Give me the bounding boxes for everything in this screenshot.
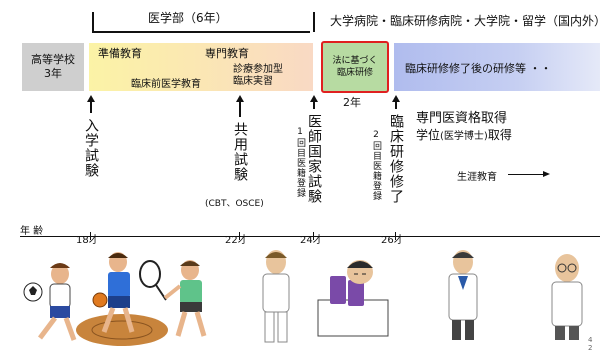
common-exam-note: (CBT、OSCE) bbox=[205, 199, 264, 209]
clinical-line1: 診療参加型 bbox=[233, 64, 283, 75]
age-tick-22 bbox=[239, 232, 240, 240]
age-axis-line bbox=[20, 236, 600, 237]
clinical-clerkship-label: 診療参加型 臨床実習 bbox=[233, 64, 283, 88]
age-tick-18 bbox=[90, 232, 91, 240]
high-school-years: 3年 bbox=[44, 67, 62, 80]
common-exam-label: 共用試験 bbox=[232, 122, 248, 182]
basketball-player-illustration bbox=[76, 252, 168, 346]
specialist-label: 専門医資格取得 bbox=[416, 111, 508, 126]
preparatory-label: 準備教育 bbox=[98, 47, 142, 60]
soccer-player-illustration bbox=[23, 263, 77, 341]
residency-years: 2年 bbox=[343, 96, 361, 109]
common-exam-arrow bbox=[239, 101, 241, 117]
header-medical-school: 医学部（6年） bbox=[148, 11, 228, 25]
exhausted-student-illustration bbox=[317, 260, 389, 337]
preclinical-label: 臨床前医学教育 bbox=[131, 79, 201, 90]
common-exam-arrow-head bbox=[236, 95, 244, 102]
age-26: 26才 bbox=[381, 235, 404, 246]
age-tick-26 bbox=[395, 232, 396, 240]
post-training-band bbox=[394, 43, 600, 91]
lifelong-arrow-head bbox=[543, 171, 550, 177]
residency-complete-arrow bbox=[395, 101, 397, 109]
clinical-line2: 臨床実習 bbox=[233, 76, 273, 87]
entrance-arrow-head bbox=[87, 95, 95, 102]
entrance-exam-label: 入学試験 bbox=[83, 118, 99, 178]
degree-label-note: (医学博士) bbox=[440, 131, 488, 142]
specialized-label: 専門教育 bbox=[205, 47, 249, 60]
illustrations bbox=[23, 250, 583, 346]
age-18: 18才 bbox=[76, 235, 99, 246]
age-axis-label: 年 齢 bbox=[20, 226, 44, 237]
medical-school-band bbox=[89, 43, 313, 91]
doctor-illustration bbox=[448, 250, 478, 340]
residency-complete-arrow-head bbox=[392, 95, 400, 102]
entrance-arrow bbox=[90, 101, 92, 113]
national-exam-label: 医師国家試験 bbox=[306, 114, 322, 204]
lifelong-arrow bbox=[508, 174, 544, 175]
first-registration-label: 1回目医籍登録 bbox=[295, 127, 305, 198]
page-number: 42 bbox=[588, 336, 593, 352]
residency-complete-label: 臨床研修修了 bbox=[388, 114, 404, 204]
degree-label-end: 取得 bbox=[487, 128, 512, 142]
header-bracket-right bbox=[313, 12, 315, 32]
high-school-label: 高等学校 bbox=[31, 53, 75, 66]
age-tick-24 bbox=[313, 232, 314, 240]
senior-doctor-illustration bbox=[551, 254, 583, 340]
degree-label-main: 学位 bbox=[416, 128, 441, 142]
national-exam-arrow-head bbox=[310, 95, 318, 102]
post-training-label: 臨床研修修了後の研修等 ・・ bbox=[405, 62, 552, 75]
national-exam-arrow bbox=[313, 101, 315, 109]
second-registration-label: 2回目医籍登録 bbox=[371, 130, 381, 201]
age-24: 24才 bbox=[300, 235, 323, 246]
young-doctor-illustration bbox=[262, 250, 290, 343]
header-bracket-left bbox=[92, 12, 94, 32]
residency-box: 法に基づく 臨床研修 bbox=[321, 41, 389, 93]
tennis-player-illustration bbox=[139, 260, 207, 337]
high-school-block: 高等学校 3年 bbox=[22, 43, 84, 91]
degree-label: 学位(医学博士)取得 bbox=[416, 126, 512, 143]
residency-line2: 臨床研修 bbox=[336, 68, 373, 78]
residency-line1: 法に基づく bbox=[332, 56, 378, 66]
header-hospital: 大学病院・臨床研修病院・大学院・留学（国内外） bbox=[330, 14, 605, 28]
age-22: 22才 bbox=[225, 235, 248, 246]
lifelong-label: 生涯教育 bbox=[457, 172, 497, 183]
header-bracket-top bbox=[92, 31, 310, 33]
